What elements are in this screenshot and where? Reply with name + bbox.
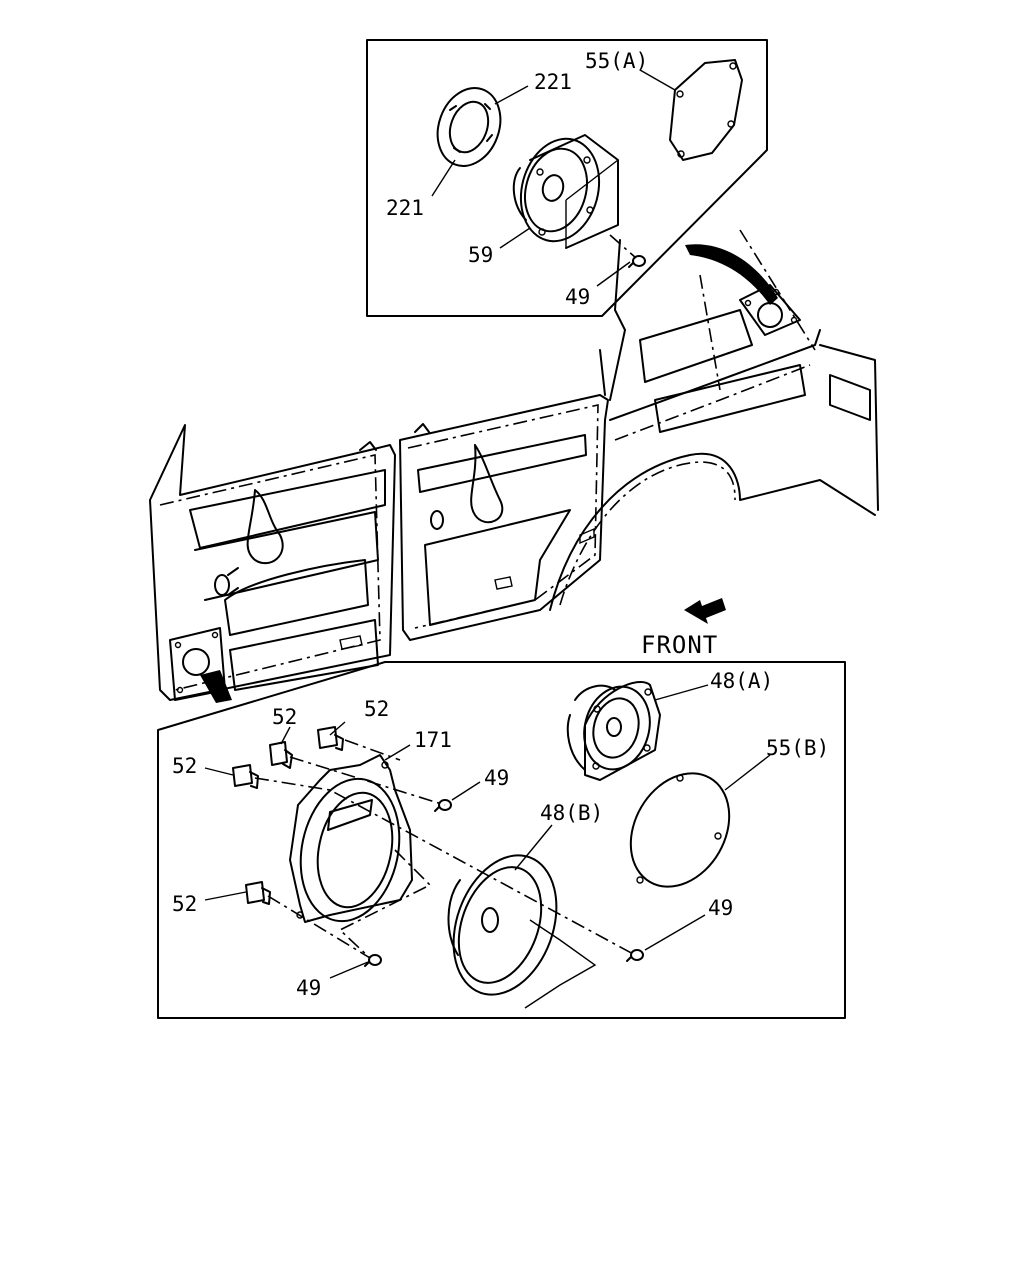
clip-52-a (269, 741, 293, 769)
spacer-ring-221 (436, 87, 502, 167)
speaker-bracket-171 (289, 754, 413, 923)
screw-49-top (609, 234, 646, 268)
label-171: 171 (414, 728, 452, 752)
screw-49-lower-left (364, 954, 382, 967)
clip-52-b (317, 726, 344, 751)
label-49-right: 49 (708, 896, 733, 920)
front-label: FRONT (641, 631, 718, 659)
label-221-lower: 221 (386, 196, 424, 220)
label-52-a: 52 (272, 705, 297, 729)
label-48a: 48(A) (710, 669, 773, 693)
speaker-48b (447, 854, 597, 1009)
vehicle-side-body: FRONT (149, 229, 879, 703)
label-52-d: 52 (172, 892, 197, 916)
label-52-c: 52 (172, 754, 197, 778)
front-direction-arrow: FRONT (641, 598, 726, 659)
label-55a-top: 55(A) (585, 49, 648, 73)
screw-49-right (626, 949, 644, 962)
label-49-bracket: 49 (484, 766, 509, 790)
rear-door-panel (399, 394, 609, 641)
speaker-59 (512, 134, 619, 249)
rear-speaker-detail-box: 55(A) 221 221 59 49 (366, 39, 768, 317)
clip-52-d (245, 881, 271, 905)
front-speaker-detail-box: 52 52 52 52 171 49 48(A) 55(B) 48(B) 49 … (157, 661, 846, 1019)
label-52-b: 52 (364, 697, 389, 721)
clip-52-c (232, 764, 259, 789)
speaker-48a (566, 680, 661, 781)
front-door-panel (149, 424, 396, 703)
rear-body-wheel-arch (549, 229, 879, 611)
label-55b: 55(B) (766, 736, 829, 760)
label-48b: 48(B) (540, 801, 603, 825)
cover-plate-55b (629, 772, 731, 888)
label-49-top: 49 (565, 285, 590, 309)
screw-49-bracket (434, 799, 452, 812)
label-59: 59 (468, 243, 493, 267)
label-49-lower-left: 49 (296, 976, 321, 1000)
label-221-upper: 221 (534, 70, 572, 94)
cover-plate-55a (669, 59, 743, 161)
